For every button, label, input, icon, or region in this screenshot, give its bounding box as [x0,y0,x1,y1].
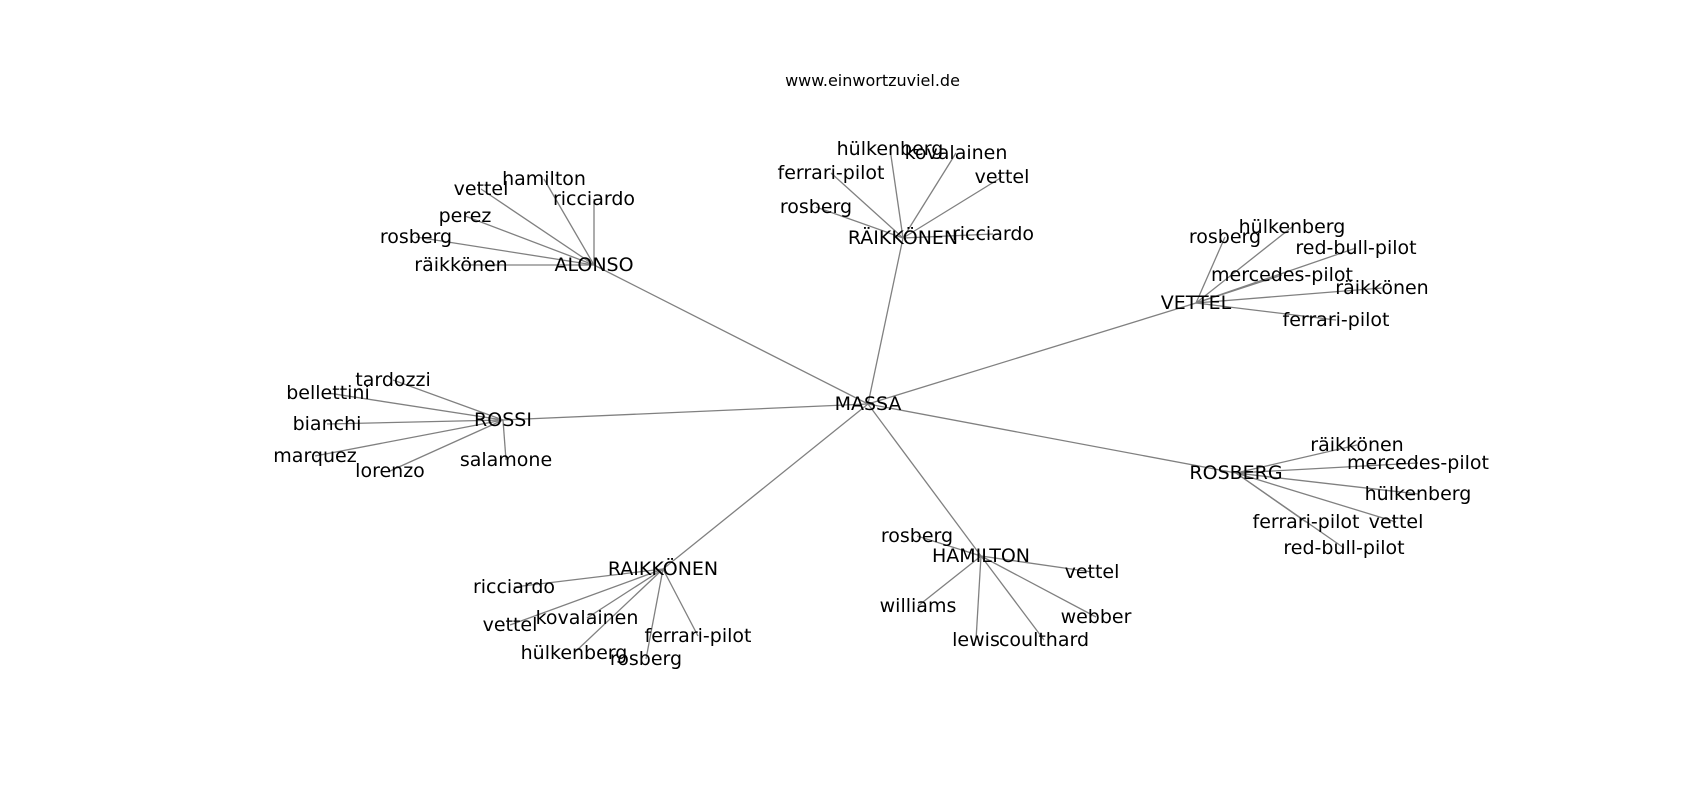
edge-hub-leaf [1195,236,1226,304]
edge-hub-leaf [586,568,664,619]
leaf-node-label: williams [880,595,957,617]
edge-hub-leaf [1235,472,1397,523]
leaf-node-label: hülkenberg [1365,483,1472,505]
edge-hub-leaf [916,535,982,557]
leaf-node-label: salamone [460,449,552,471]
edge-hub-leaf [1235,462,1419,474]
leaf-node-label: vettel [975,166,1030,188]
leaf-node-label: coulthard [999,629,1089,651]
edge-hub-leaf [389,419,504,472]
edge-hub-leaf [480,188,595,266]
edge-hub-leaf [975,555,982,641]
edge-hub-leaf [815,206,904,239]
edge-hub-leaf [327,392,504,421]
edge-hub-leaf [1235,472,1345,549]
site-url: www.einwortzuviel.de [785,71,960,90]
leaf-node-label: lorenzo [355,460,425,482]
edge-root-hub [662,403,869,570]
edge-hub-leaf [326,419,504,425]
edge-root-hub [867,237,904,405]
leaf-node-label: marquez [273,445,356,467]
edge-hub-leaf [1235,472,1419,495]
edge-hub-leaf [1195,302,1337,321]
leaf-node-label: mercedes-pilot [1347,452,1489,474]
leaf-node-label: ricciardo [952,223,1034,245]
edge-hub-leaf [415,236,595,266]
edge-hub-leaf [902,176,1003,239]
leaf-node-label: ferrari-pilot [778,162,885,184]
leaf-node-label: räikkönen [1310,434,1403,456]
hub-node-label: ROSSI [474,409,532,431]
leaf-node-label: rosberg [380,226,452,248]
edge-hub-leaf [314,419,504,457]
edge-hub-leaf [1195,287,1383,304]
leaf-node-label: bianchi [293,413,362,435]
leaf-node-label: räikkönen [414,254,507,276]
leaf-node-label: mercedes-pilot [1211,264,1353,286]
edge-hub-leaf [902,152,957,239]
edge-hub-leaf [889,148,904,239]
hub-node-label: VETTEL [1161,292,1232,314]
leaf-node-label: hülkenberg [1239,216,1346,238]
edge-hub-leaf [464,215,595,266]
leaf-node-label: kovalainen [536,607,639,629]
edge-hub-leaf [392,379,504,421]
edge-root-hub [867,403,1237,474]
leaf-node-label: tardozzi [355,369,430,391]
edge-root-hub [502,403,869,421]
leaf-node-label: vettel [483,614,538,636]
leaf-node-label: ferrari-pilot [645,625,752,647]
edges [314,148,1419,660]
edge-root-hub [867,403,982,557]
edge-hub-leaf [980,555,1093,573]
leaf-node-label: rosberg [780,196,852,218]
edge-hub-leaf [662,568,699,637]
hub-node-label: RÄIKKÖNEN [848,226,958,249]
leaf-node-label: perez [439,205,492,227]
edge-hub-leaf [917,555,982,607]
leaf-node-label: kovalainen [905,142,1008,164]
edge-hub-leaf [513,568,664,588]
leaf-node-label: rosberg [1189,226,1261,248]
leaf-node-label: ricciardo [553,188,635,210]
hub-node-label: HAMILTON [932,545,1030,567]
leaf-node-label: hülkenberg [837,138,944,160]
leaf-node-label: ferrari-pilot [1283,309,1390,331]
edge-hub-leaf [902,233,994,239]
edge-hub-leaf [1195,274,1283,304]
root-node-label: MASSA [835,393,902,415]
edge-hub-leaf [645,568,664,660]
edge-hub-leaf [509,568,664,626]
edge-hub-leaf [543,178,595,266]
leaf-node-label: räikkönen [1335,277,1428,299]
edge-root-hub [593,264,869,405]
leaf-node-label: ferrari-pilot [1253,511,1360,533]
leaf-node-label: vettel [454,178,509,200]
leaf-node-label: vettel [1065,561,1120,583]
leaf-node-label: bellettini [286,382,370,404]
edge-hub-leaf [1235,444,1358,474]
leaf-node-label: rosberg [881,525,953,547]
hub-node-label: ROSBERG [1189,462,1282,484]
leaf-node-label: red-bull-pilot [1283,537,1404,559]
leaf-node-label: webber [1061,606,1132,628]
edge-hub-leaf [980,555,1045,641]
edge-hub-leaf [502,419,507,461]
edge-hub-leaf [830,172,904,239]
leaf-node-label: ricciardo [473,576,555,598]
leaf-node-label: vettel [1369,511,1424,533]
edge-hub-leaf [573,568,664,654]
edge-hub-leaf [1195,226,1293,304]
hub-node-label: ALONSO [554,254,633,276]
edge-hub-leaf [980,555,1097,618]
edge-root-hub [867,302,1197,405]
leaf-node-label: hülkenberg [521,642,628,664]
leaf-node-label: rosberg [610,648,682,670]
leaf-node-label: red-bull-pilot [1295,237,1416,259]
leaf-node-label: hamilton [502,168,586,190]
hub-node-label: RAIKKÖNEN [608,557,718,580]
leaf-node-label: lewis [952,629,1000,651]
